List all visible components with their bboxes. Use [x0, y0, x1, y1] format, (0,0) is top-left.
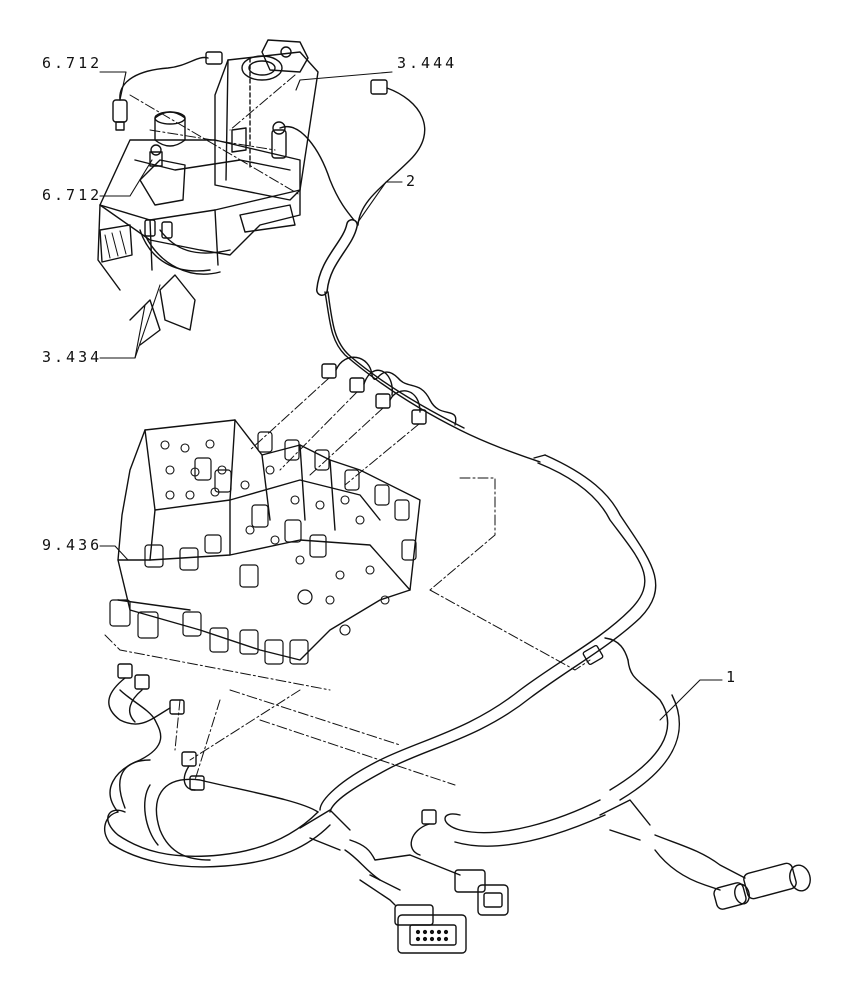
callout-3434: 3.434 — [42, 348, 103, 366]
connector-plugs-right — [654, 834, 811, 910]
solenoid-connectors-upper — [249, 356, 457, 486]
control-valve-9436 — [109, 419, 421, 665]
guide-lines — [104, 477, 591, 786]
callout-3444: 3.444 — [397, 54, 458, 72]
harness-1-main — [104, 454, 681, 868]
callout-1: 1 — [726, 668, 739, 686]
connector-plugs-left — [344, 839, 509, 954]
harness-2-cable — [279, 79, 541, 463]
pressure-switch-body — [154, 111, 186, 147]
callout-2: 2 — [406, 172, 419, 190]
callout-6712-top: 6.712 — [42, 54, 103, 72]
cab-frame-assembly — [97, 39, 319, 346]
pressure-sensor-6712 — [112, 51, 223, 131]
callout-9436: 9.436 — [42, 536, 103, 554]
callout-6712-mid: 6.712 — [42, 186, 103, 204]
leader-lines — [99, 71, 723, 721]
